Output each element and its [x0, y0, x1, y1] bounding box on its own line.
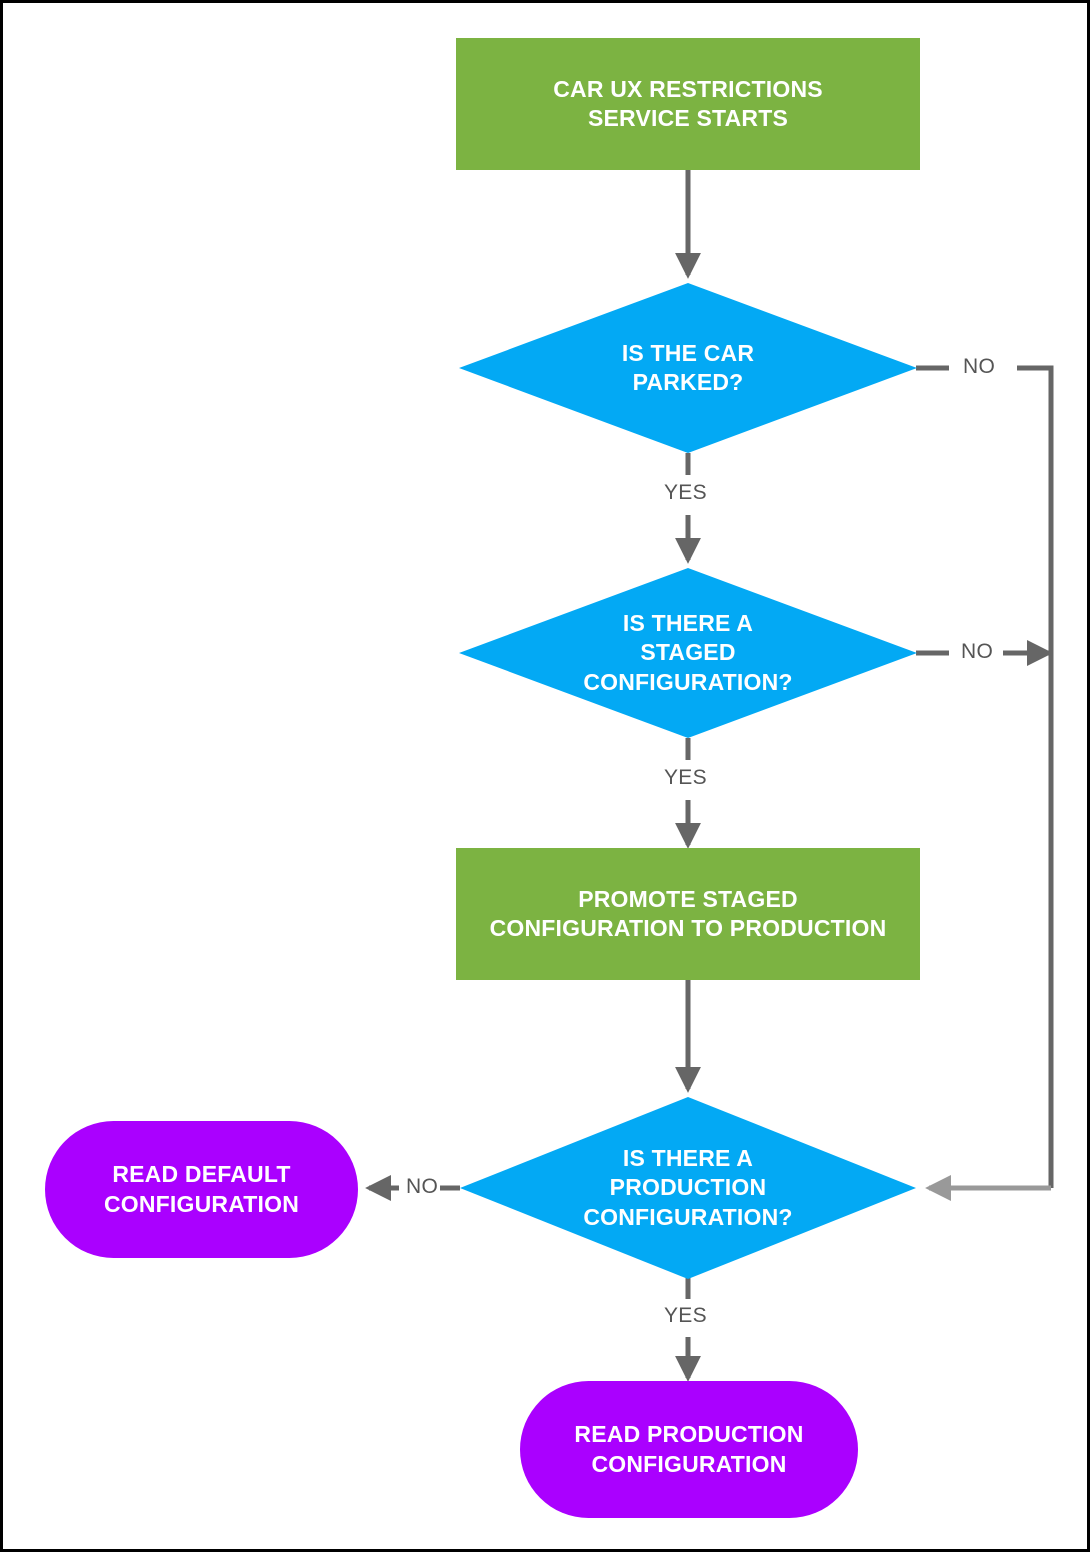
diamond-shape — [459, 283, 917, 453]
node-is-staged-configuration[interactable]: IS THERE A STAGED CONFIGURATION? — [459, 568, 917, 738]
edge-label-staged-no: NO — [961, 640, 994, 663]
diamond-shape — [460, 1097, 916, 1279]
node-start-label: CAR UX RESTRICTIONS SERVICE STARTS — [553, 75, 823, 131]
diamond-shape — [459, 568, 917, 738]
edge-label-production-no: NO — [406, 1175, 439, 1198]
edge-label-staged-yes: YES — [664, 766, 707, 789]
node-start[interactable]: CAR UX RESTRICTIONS SERVICE STARTS — [456, 38, 920, 170]
node-is-staged-configuration-label: IS THERE A STAGED CONFIGURATION? — [583, 609, 793, 695]
edge-label-parked-no: NO — [963, 355, 996, 378]
node-is-car-parked-label: IS THE CAR PARKED? — [621, 339, 755, 395]
node-read-default-configuration[interactable]: READ DEFAULT CONFIGURATION — [45, 1121, 358, 1258]
node-read-production-configuration-label: READ PRODUCTION CONFIGURATION — [574, 1421, 804, 1477]
node-is-production-configuration[interactable]: IS THERE A PRODUCTION CONFIGURATION? — [460, 1097, 916, 1279]
flowchart-edges — [365, 170, 1054, 1382]
node-read-default-configuration-label: READ DEFAULT CONFIGURATION — [103, 1161, 300, 1217]
node-promote-staged-configuration-label: PROMOTE STAGED CONFIGURATION TO PRODUCTI… — [489, 885, 887, 941]
node-read-production-configuration[interactable]: READ PRODUCTION CONFIGURATION — [520, 1381, 858, 1518]
edge-label-production-yes: YES — [664, 1304, 707, 1327]
node-is-car-parked[interactable]: IS THE CAR PARKED? — [459, 283, 917, 453]
edge-is-parked-no — [916, 365, 1054, 1188]
node-is-production-configuration-label: IS THERE A PRODUCTION CONFIGURATION? — [583, 1144, 793, 1230]
node-promote-staged-configuration[interactable]: PROMOTE STAGED CONFIGURATION TO PRODUCTI… — [456, 848, 920, 980]
edge-label-parked-yes: YES — [664, 481, 707, 504]
